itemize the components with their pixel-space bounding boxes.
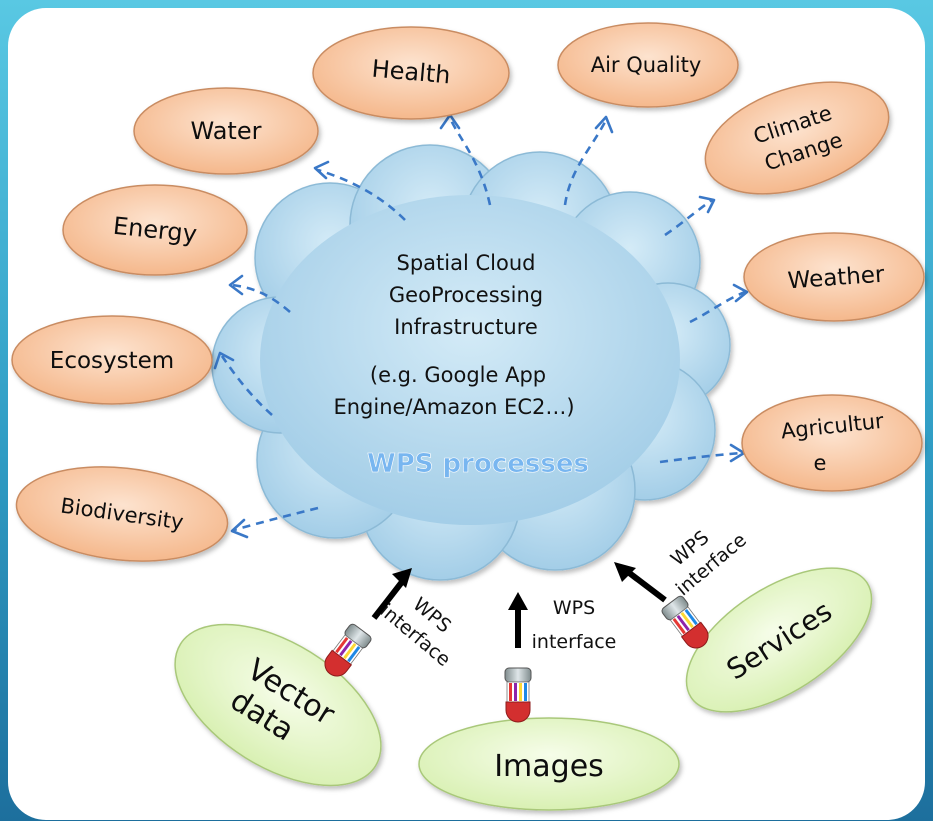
domain-label: Health xyxy=(371,55,452,90)
source-images: Images xyxy=(418,717,680,811)
domain-ecosystem: Ecosystem xyxy=(11,315,213,405)
arrow-to-health xyxy=(448,117,492,206)
arrow-head-icon xyxy=(614,562,636,582)
source-vector-data: Vector data xyxy=(174,623,382,787)
domain-biodiversity: Biodiversity xyxy=(15,466,229,562)
cloud-line: GeoProcessing xyxy=(389,283,543,307)
domain-label: Air Quality xyxy=(591,53,702,77)
arrow-to-biodiversity xyxy=(233,506,319,532)
cloud-line: Spatial Cloud xyxy=(397,251,536,275)
domain-energy: Energy xyxy=(62,184,248,276)
arrow-head-icon xyxy=(213,351,235,370)
cloud-shape xyxy=(211,144,731,581)
source-services: Services xyxy=(685,567,873,713)
arrow-head-icon xyxy=(392,568,412,588)
plug-icon xyxy=(661,595,709,649)
wps-interface-center: WPS interface xyxy=(532,597,617,653)
arrow-to-agriculture xyxy=(659,451,743,464)
cloud-line: (e.g. Google App xyxy=(370,363,546,387)
domain-label: Water xyxy=(191,117,262,145)
input-arrows xyxy=(371,562,667,648)
input-arrow-right xyxy=(626,569,667,603)
arrow-head-icon xyxy=(313,160,330,180)
input-arrow-left xyxy=(371,576,408,620)
cloud-description: Spatial Cloud GeoProcessing Infrastructu… xyxy=(333,251,574,419)
domain-health: Health xyxy=(312,26,510,120)
interface-label: interface xyxy=(532,631,617,653)
arrow-to-air-quality xyxy=(563,121,607,206)
plug-icon xyxy=(324,623,372,677)
domain-climate-change: Climate Change xyxy=(704,81,890,195)
interface-label: WPS xyxy=(553,597,595,619)
arrow-to-water xyxy=(317,168,406,221)
arrow-head-icon xyxy=(594,115,614,134)
domain-label: Ecosystem xyxy=(50,348,174,374)
arrow-head-icon xyxy=(230,518,249,539)
domain-water: Water xyxy=(133,87,319,175)
arrow-head-icon xyxy=(508,592,528,610)
arrow-head-icon xyxy=(698,195,716,214)
plug-icon xyxy=(504,667,532,723)
arrow-to-climate-change xyxy=(664,198,713,237)
arrow-head-icon xyxy=(732,283,749,303)
arrow-to-energy xyxy=(231,283,291,313)
arrow-head-icon xyxy=(228,274,244,296)
domain-air-quality: Air Quality xyxy=(557,22,739,108)
source-label: Images xyxy=(494,749,604,784)
arrow-to-weather xyxy=(689,290,746,324)
arrow-to-ecosystem xyxy=(220,355,273,416)
domain-agriculture: Agricultur e xyxy=(741,394,923,492)
domain-label: e xyxy=(814,451,827,475)
wps-processes-label: WPS processes xyxy=(367,449,589,479)
cloud-line: Infrastructure xyxy=(394,315,538,339)
cloud-line: Engine/Amazon EC2…) xyxy=(333,395,574,419)
domain-weather: Weather xyxy=(743,232,925,322)
